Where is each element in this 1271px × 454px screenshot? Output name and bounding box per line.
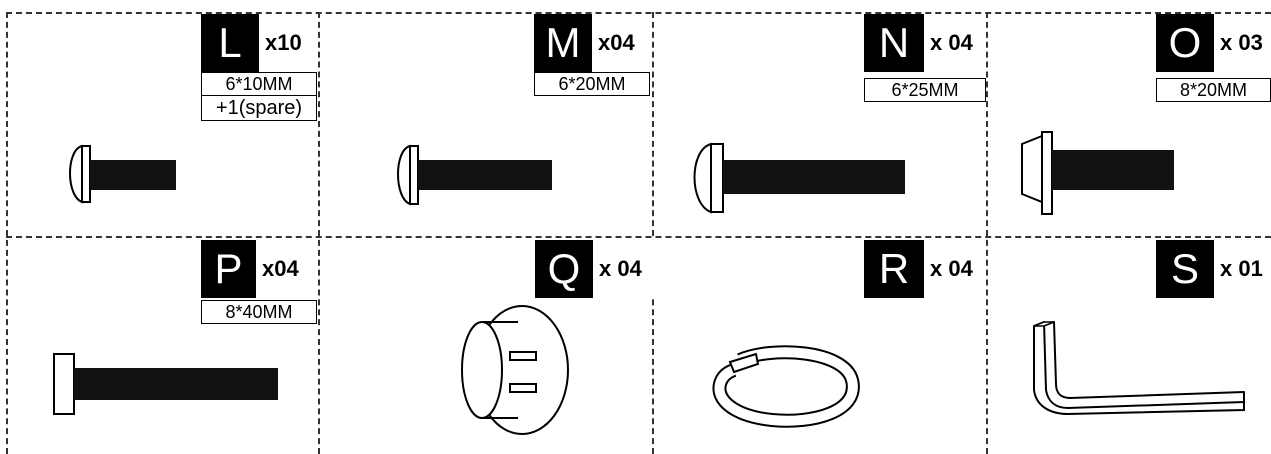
part-qty-l: x10 bbox=[259, 14, 317, 72]
part-spec-m: 6*20MM bbox=[534, 72, 650, 96]
part-letter-o: O bbox=[1156, 14, 1214, 72]
part-tag-m: M x04 bbox=[534, 14, 646, 72]
part-tag-n: N x 04 bbox=[864, 14, 986, 72]
allen-key-icon bbox=[1033, 321, 1245, 416]
grid-col-line-3 bbox=[986, 12, 988, 454]
part-qty-p: x04 bbox=[256, 240, 318, 298]
part-tag-o: O x 03 bbox=[1156, 14, 1271, 72]
part-letter-n: N bbox=[864, 14, 924, 72]
part-qty-n: x 04 bbox=[924, 14, 986, 72]
part-tag-p: P x04 bbox=[201, 240, 318, 298]
part-tag-r: R x 04 bbox=[864, 240, 986, 298]
grid-top-line bbox=[6, 12, 1271, 14]
part-spec-l: 6*10MM bbox=[201, 72, 317, 96]
flat-head-bolt-icon bbox=[53, 353, 278, 415]
grid-col-line-2 bbox=[652, 12, 654, 454]
long-screw-icon bbox=[693, 142, 905, 214]
part-spare-note-l: +1(spare) bbox=[201, 96, 317, 121]
part-letter-q: Q bbox=[535, 240, 593, 298]
medium-screw-icon bbox=[397, 144, 552, 206]
short-screw-icon bbox=[69, 144, 176, 204]
part-spec-p: 8*40MM bbox=[201, 300, 317, 324]
part-qty-m: x04 bbox=[592, 14, 646, 72]
part-letter-l: L bbox=[201, 14, 259, 72]
part-tag-s: S x 01 bbox=[1156, 240, 1271, 298]
part-letter-p: P bbox=[201, 240, 256, 298]
part-tag-l: L x10 bbox=[201, 14, 317, 72]
part-letter-r: R bbox=[864, 240, 924, 298]
grid-col-line-1 bbox=[318, 12, 320, 454]
part-letter-s: S bbox=[1156, 240, 1214, 298]
part-letter-m: M bbox=[534, 14, 592, 72]
part-qty-s: x 01 bbox=[1214, 240, 1271, 298]
part-tag-q: Q x 04 bbox=[535, 240, 655, 298]
part-qty-r: x 04 bbox=[924, 240, 986, 298]
hole-plug-cap-icon bbox=[461, 305, 569, 435]
grid-middle-line bbox=[6, 236, 1271, 238]
part-spec-o: 8*20MM bbox=[1156, 78, 1271, 102]
part-qty-o: x 03 bbox=[1214, 14, 1271, 72]
flange-screw-icon bbox=[1021, 131, 1174, 215]
grid-left-line bbox=[6, 12, 8, 454]
part-qty-q: x 04 bbox=[593, 240, 655, 298]
spring-clip-icon bbox=[712, 345, 860, 428]
part-spec-n: 6*25MM bbox=[864, 78, 986, 102]
